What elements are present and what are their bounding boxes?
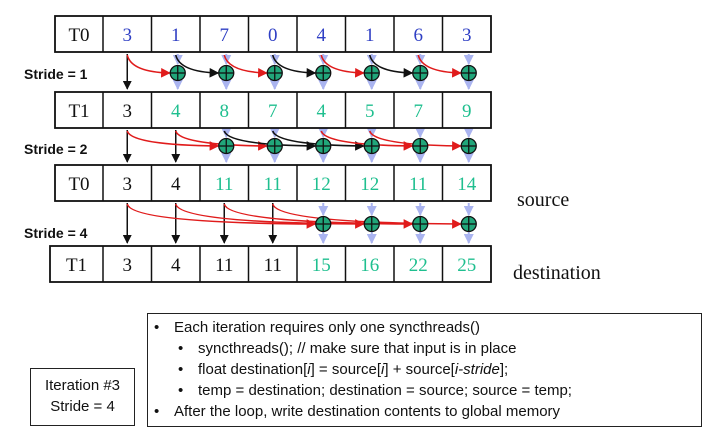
plus-circle-icon (412, 64, 429, 82)
cell-value: 7 (414, 101, 424, 122)
highlight-add-arrow (126, 54, 171, 78)
plus-circle-icon (169, 64, 186, 82)
cell-value: 11 (264, 255, 282, 276)
row-label: T1 (66, 255, 87, 276)
highlight-add-arrow (126, 130, 220, 151)
row-frame (54, 15, 492, 53)
array-row: T1 3 4 11 11 15 16 22 25 (49, 245, 492, 283)
cell-value: 3 (123, 255, 133, 276)
plus-circle-icon (460, 137, 477, 155)
plus-circle-icon (218, 64, 235, 82)
cell-value: 6 (414, 25, 424, 46)
cell-value: 11 (215, 174, 233, 195)
highlight-add-arrow (320, 130, 414, 151)
plus-circle-icon (218, 137, 235, 155)
cell-value: 3 (462, 25, 472, 46)
cell-value: 25 (457, 255, 476, 276)
row-frame (54, 91, 492, 129)
cell-value: 12 (360, 174, 379, 195)
row-frame (54, 164, 492, 202)
array-row: T0 3 4 11 11 12 12 11 14 (54, 164, 492, 202)
plus-circle-icon (266, 137, 283, 155)
plus-circle-icon (363, 64, 380, 82)
cell-value: 11 (215, 255, 233, 276)
plus-circle-icon (412, 215, 429, 233)
cell-value: 4 (171, 101, 181, 122)
cell-value: 4 (317, 25, 327, 46)
highlight-add-arrow (320, 54, 365, 78)
note-float-destination: •float destination[i] = source[i] + sour… (178, 361, 509, 378)
add-arrow (368, 54, 414, 78)
cell-value: 15 (312, 255, 331, 276)
cell-value: 14 (457, 174, 477, 195)
plus-circle-icon (363, 215, 380, 233)
highlight-add-arrow (174, 130, 268, 151)
note-syncthreads-call: •syncthreads(); // make sure that input … (178, 340, 517, 357)
plus-circle-icon (266, 64, 283, 82)
cell-value: 1 (365, 25, 375, 46)
cell-value: 22 (409, 255, 428, 276)
cell-value: 11 (409, 174, 427, 195)
bullet-icon: • (154, 319, 160, 336)
notes-box: •Each iteration requires only one syncth… (147, 313, 702, 427)
add-arrow (174, 54, 220, 78)
cell-value: 5 (365, 101, 375, 122)
iteration-box: Iteration #3 Stride = 4 (30, 368, 135, 426)
highlight-add-arrow (223, 54, 268, 78)
iteration-number: Iteration #3 (44, 377, 121, 394)
cell-value: 4 (171, 255, 181, 276)
row-label: T0 (68, 174, 89, 195)
add-arrow (271, 54, 317, 78)
cell-value: 7 (268, 101, 278, 122)
cell-value: 1 (171, 25, 181, 46)
add-arrow (223, 130, 317, 151)
note-write-global: •After the loop, write destination conte… (154, 403, 561, 420)
bullet-icon: • (154, 403, 160, 420)
bullet-icon: • (178, 361, 184, 378)
stride-label: Stride = 1 (24, 66, 88, 82)
stride-label: Stride = 4 (24, 225, 88, 241)
iteration-stride: Stride = 4 (50, 398, 115, 415)
plus-circle-icon (412, 137, 429, 155)
cell-value: 9 (462, 101, 472, 122)
cell-value: 12 (312, 174, 331, 195)
array-row: T0 3 1 7 0 4 1 6 3 (54, 15, 492, 53)
cell-value: 3 (123, 25, 133, 46)
cell-value: 11 (264, 174, 282, 195)
highlight-add-arrow (417, 54, 462, 78)
plus-circle-icon (315, 137, 332, 155)
row-frame (49, 245, 492, 283)
cell-value: 16 (360, 255, 379, 276)
bullet-icon: • (178, 382, 184, 399)
cell-value: 7 (220, 25, 230, 46)
plus-circle-icon (460, 64, 477, 82)
plus-circle-icon (315, 64, 332, 82)
bullet-icon: • (178, 340, 184, 357)
note-syncthreads-once: •Each iteration requires only one syncth… (154, 319, 480, 336)
cell-value: 4 (171, 174, 181, 195)
plus-circle-icon (315, 215, 332, 233)
plus-circle-icon (460, 215, 477, 233)
add-arrow (271, 130, 365, 151)
note-swap-buffers: •temp = destination; destination = sourc… (178, 382, 572, 399)
source-label: source (517, 189, 569, 211)
highlight-add-arrow (126, 203, 317, 229)
cell-value: 8 (220, 101, 230, 122)
row-label: T1 (68, 101, 89, 122)
plus-circle-icon (363, 137, 380, 155)
cell-value: 3 (123, 174, 133, 195)
highlight-add-arrow (368, 130, 462, 151)
cell-value: 3 (123, 101, 133, 122)
array-row: T1 3 4 8 7 4 5 7 9 (54, 91, 492, 129)
cell-value: 0 (268, 25, 278, 46)
destination-label: destination (513, 262, 601, 284)
stride-label: Stride = 2 (24, 141, 88, 157)
cell-value: 4 (317, 101, 327, 122)
row-label: T0 (68, 25, 89, 46)
